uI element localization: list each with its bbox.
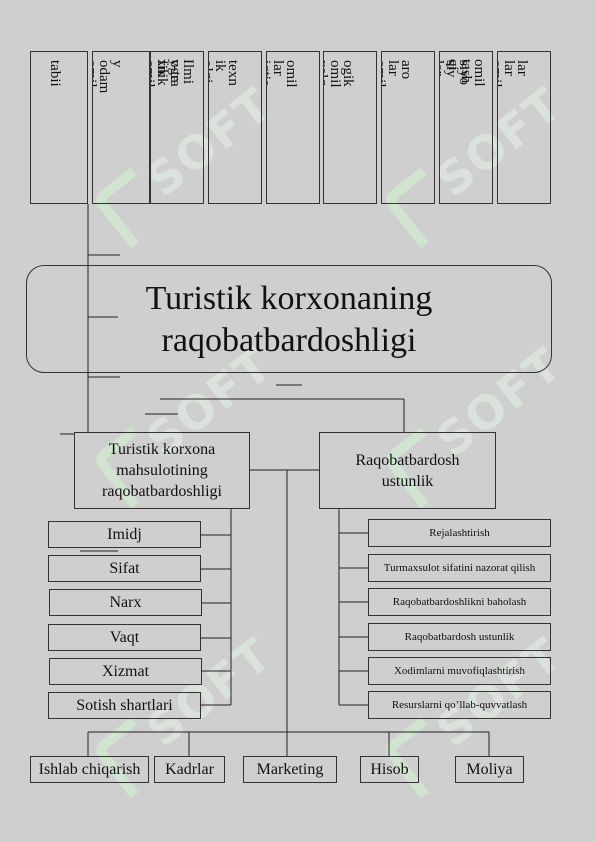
factor-box: tabii (30, 51, 88, 204)
factor-box: aro lar omil (381, 51, 435, 204)
factor-box: Ilmi y-te xnik (150, 51, 204, 204)
competitive-advantage-box: Raqobatbardosh ustunlik (319, 432, 496, 509)
factor-label: omil tash qi (445, 59, 487, 87)
right-item: Raqobatbardosh ustunlik (368, 623, 551, 651)
right-item: Raqobatbardoshlikni baholash (368, 588, 551, 616)
factor-box: omil tash qi (439, 51, 493, 204)
right-main-line-2: ustunlik (381, 472, 434, 490)
factor-box: y odam omil (92, 51, 150, 204)
left-item: Imidj (48, 521, 201, 548)
department-box: Kadrlar (154, 756, 225, 783)
factor-box: siyo siy lar (439, 51, 493, 204)
right-item: Rejalashtirish (368, 519, 551, 547)
factor-box: omil lar iqtis (266, 51, 320, 204)
factor-box: lar lar omil (497, 51, 551, 204)
factor-label: Ilmi y-te xnik (154, 59, 196, 86)
title-line-2: raqobatbardoshligi (161, 322, 417, 359)
left-item: Sotish shartlari (48, 692, 201, 719)
department-box: Marketing (243, 756, 337, 783)
department-box: Moliya (455, 756, 524, 783)
left-main-line-1: Turistik korxona (108, 441, 216, 458)
right-item: Resurslarni qo’llab-quvvatlash (368, 691, 551, 719)
right-item: Xodimlarni muvofiqlashtirish (368, 657, 551, 685)
left-main-line-2: mahsulotining (116, 462, 208, 479)
left-item: Xizmat (49, 658, 202, 685)
factor-label: lar lar omil (497, 60, 530, 88)
left-item: Vaqt (48, 624, 201, 651)
left-item: Narx (49, 589, 202, 616)
left-main-line-3: raqobatbardoshligi (102, 483, 222, 500)
left-item: Sifat (48, 555, 201, 582)
right-main-line-1: Raqobatbardosh (355, 451, 460, 469)
right-item: Turmaxsulot sifatini nazorat qilish (368, 554, 551, 582)
factor-box: ogik omil xalq (323, 51, 377, 204)
factor-label: ogik omil xalq (323, 60, 356, 88)
product-competitiveness-box: Turistik korxona mahsulotining raqobatba… (74, 432, 250, 509)
factor-box: texn ik olgi (208, 51, 262, 204)
diagram-title: Turistik korxonaning raqobatbardoshligi (27, 278, 551, 362)
factor-label: texn ik olgi (208, 60, 241, 86)
department-box: Hisob (360, 756, 419, 783)
department-box: Ishlab chiqarish (30, 756, 149, 783)
factor-label: omil lar iqtis (266, 60, 299, 88)
factor-label: y odam omil (92, 60, 125, 94)
factor-label: aro lar omil (381, 60, 414, 88)
factor-box: ogra fik omil (150, 51, 204, 204)
title-box: Turistik korxonaning raqobatbardoshligi (26, 265, 552, 373)
title-line-1: Turistik korxonaning (145, 280, 433, 317)
factor-label: tabii (47, 60, 63, 87)
